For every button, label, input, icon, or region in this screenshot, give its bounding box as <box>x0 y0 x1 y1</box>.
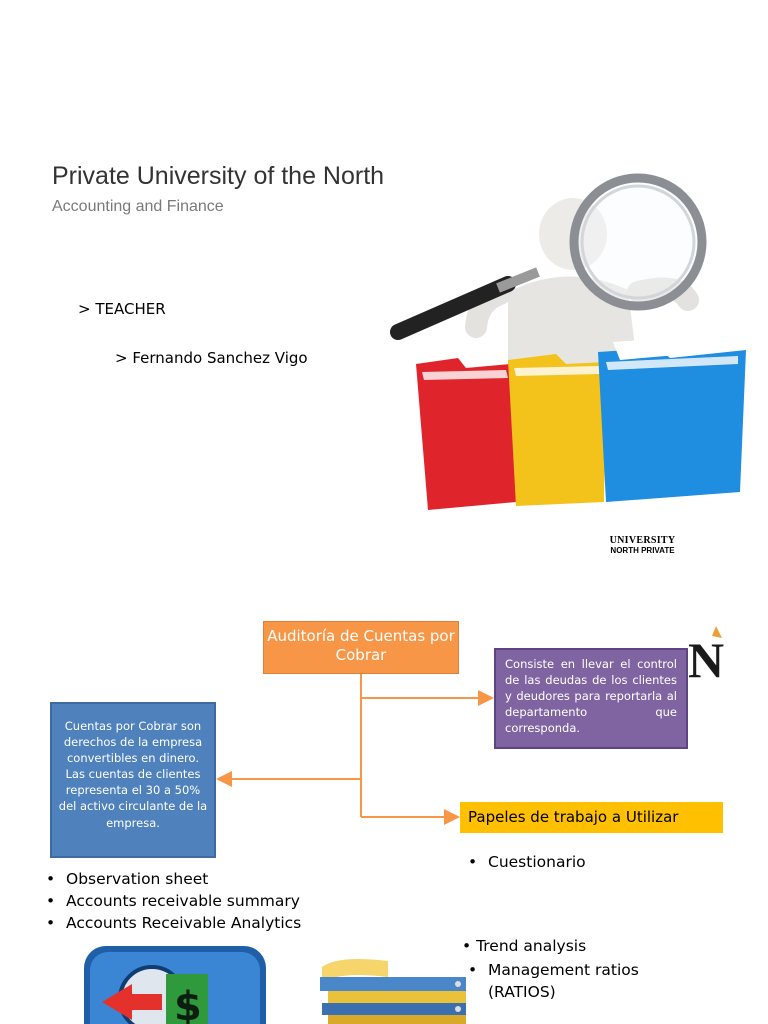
svg-text:$: $ <box>174 984 202 1024</box>
n-logo-icon: N <box>688 626 724 682</box>
trend-analysis-item: • Trend analysis <box>462 937 587 955</box>
receivables-box: Cuentas por Cobrar son derechos de la em… <box>50 702 216 858</box>
list-item: Observation sheet <box>40 868 301 890</box>
audit-title-box: Auditoría de Cuentas por Cobrar <box>263 621 459 674</box>
binders-stack-icon <box>320 959 466 1024</box>
ratios-list: Management ratios (RATIOS) <box>462 959 658 1003</box>
working-papers-box: Papeles de trabajo a Utilizar <box>460 802 723 833</box>
list-item: Accounts receivable summary <box>40 890 301 912</box>
university-logo: UNIVERSITY NORTH PRIVATE <box>595 535 690 555</box>
list-item: Management ratios (RATIOS) <box>462 959 658 1003</box>
page-subtitle: Accounting and Finance <box>52 198 224 215</box>
definition-box: Consiste en llevar el control de las deu… <box>494 648 688 749</box>
list-item: Accounts Receivable Analytics <box>40 912 301 934</box>
n-logo-letter: N <box>688 632 724 682</box>
page-title: Private University of the North <box>52 162 385 190</box>
money-transfer-icon: $ <box>84 946 266 1024</box>
working-papers-list: Observation sheet Accounts receivable su… <box>40 868 301 934</box>
logo-line-2: NORTH PRIVATE <box>610 545 675 555</box>
teacher-name: > Fernando Sanchez Vigo <box>115 349 308 367</box>
logo-line-1: UNIVERSITY <box>609 535 676 546</box>
teacher-label: > TEACHER <box>78 300 166 318</box>
magnifier-folders-illustration <box>390 173 746 510</box>
list-item: Cuestionario <box>462 851 586 873</box>
questionnaire-list: Cuestionario <box>462 851 586 873</box>
